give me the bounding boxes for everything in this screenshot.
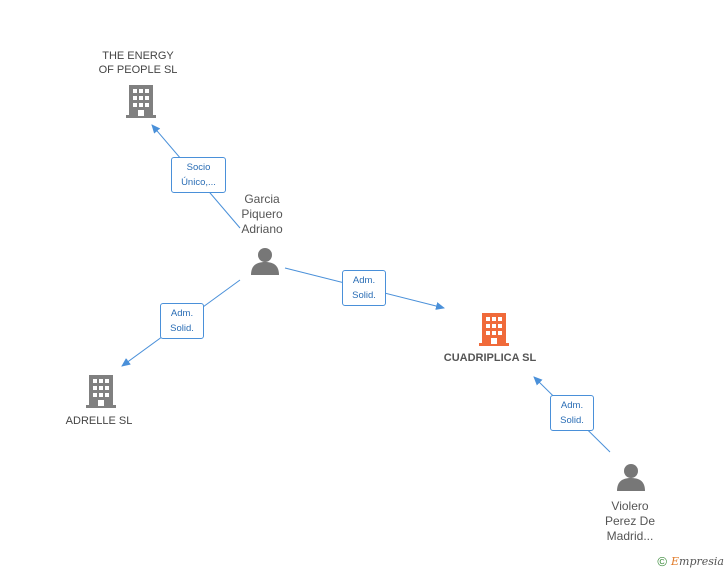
brand-logo-initial: E	[671, 555, 680, 568]
node-label-line: Perez De	[604, 514, 656, 528]
brand-watermark: © Empresia	[657, 554, 724, 569]
edge-label-line: Único,...	[181, 177, 216, 188]
edge-label-adm-solid[interactable]: Adm. Solid.	[550, 395, 594, 431]
node-label-line: CUADRIPLICA SL	[443, 352, 537, 364]
edge-label-line: Adm.	[170, 308, 194, 319]
node-label-line: OF PEOPLE SL	[98, 64, 178, 76]
node-label-the-energy[interactable]: THE ENERGY OF PEOPLE SL	[88, 49, 188, 77]
building-icon[interactable]	[479, 313, 509, 346]
brand-logo-rest: mpresia	[679, 555, 724, 568]
node-label-line: Garcia	[244, 192, 280, 206]
node-label-line: THE ENERGY	[102, 50, 174, 62]
copyright-symbol: ©	[657, 554, 667, 569]
person-icon[interactable]	[617, 464, 645, 491]
edge-label-line: Adm.	[560, 400, 584, 411]
edge-label-line: Solid.	[560, 415, 584, 426]
person-icon[interactable]	[251, 248, 279, 275]
edge-label-adm-solid[interactable]: Adm. Solid.	[160, 303, 204, 339]
building-icon[interactable]	[86, 375, 116, 408]
edge-label-adm-solid[interactable]: Adm. Solid.	[342, 270, 386, 306]
edge-label-line: Solid.	[170, 323, 194, 334]
brand-logo: Empresia	[671, 555, 724, 568]
node-label-line: Violero	[611, 499, 649, 513]
edge-label-line: Adm.	[352, 275, 376, 286]
edge-label-socio-unico[interactable]: Socio Único,...	[171, 157, 226, 193]
building-icon[interactable]	[126, 85, 156, 118]
node-label-violero[interactable]: Violero Perez De Madrid...	[590, 499, 670, 544]
node-label-line: Piquero	[241, 207, 283, 221]
node-label-line: ADRELLE SL	[65, 415, 133, 427]
node-label-line: Adriano	[241, 222, 283, 236]
node-label-line: Madrid...	[606, 529, 654, 543]
node-label-adrelle[interactable]: ADRELLE SL	[54, 414, 144, 428]
edge-label-line: Solid.	[352, 290, 376, 301]
edge-label-line: Socio	[186, 162, 211, 173]
node-label-cuadriplica[interactable]: CUADRIPLICA SL	[430, 351, 550, 365]
node-label-garcia[interactable]: Garcia Piquero Adriano	[222, 192, 302, 237]
